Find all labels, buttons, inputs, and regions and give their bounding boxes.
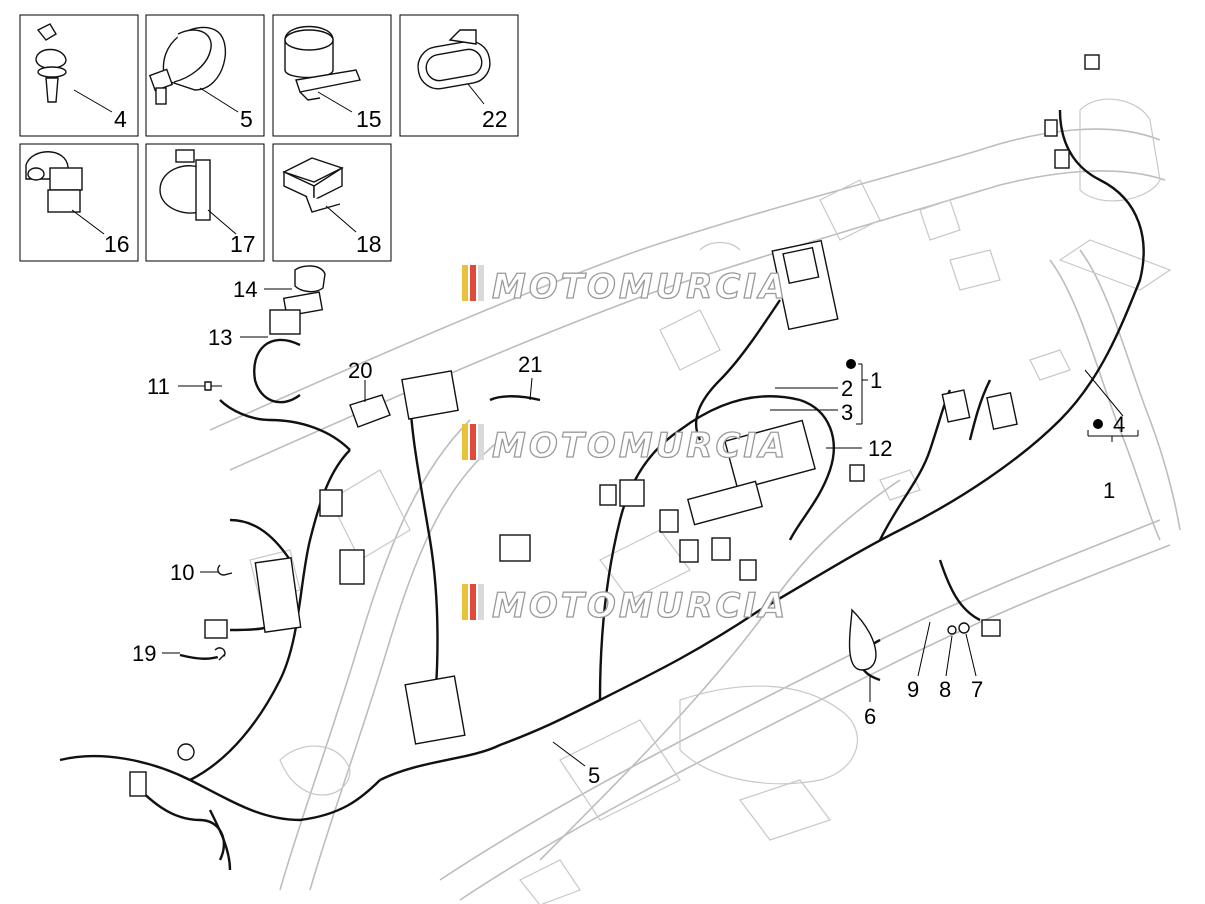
watermark-middle: MOTOMURCIA [462, 424, 788, 467]
edge-clip-icon [282, 157, 344, 213]
inset-number: 4 [114, 106, 127, 132]
callout-11: 11 [147, 374, 222, 399]
cable-holder-clip-icon [25, 151, 83, 213]
callout-13: 13 [208, 325, 268, 350]
callout-1-right: 1 [1103, 478, 1115, 503]
callout-21: 21 [518, 352, 542, 401]
callout-20: 20 [348, 358, 372, 402]
svg-text:19: 19 [132, 641, 156, 666]
inset-box-22[interactable]: 22 [399, 14, 519, 137]
svg-text:7: 7 [971, 677, 983, 702]
svg-text:MOTOMURCIA: MOTOMURCIA [492, 586, 788, 626]
callout-12: 12 [868, 436, 892, 461]
svg-text:11: 11 [147, 374, 170, 399]
callout-6: 6 [864, 676, 876, 729]
callout-2: 2 [841, 376, 853, 401]
watermark-bottom: MOTOMURCIA [462, 584, 788, 627]
inset-box-16[interactable]: 16 [19, 143, 139, 262]
callout-19: 19 [132, 641, 180, 666]
svg-text:5: 5 [588, 763, 600, 788]
svg-text:MOTOMURCIA: MOTOMURCIA [492, 267, 788, 307]
inset-number: 18 [356, 231, 382, 257]
callout-group-4-1: 4 1 [1084, 369, 1139, 503]
snap-clip-icon [159, 149, 211, 221]
inset-box-4[interactable]: 4 [19, 14, 139, 137]
double-clamp-icon [284, 25, 361, 101]
svg-text:21: 21 [518, 352, 542, 377]
inset-number: 22 [482, 106, 508, 132]
inset-box-17[interactable]: 17 [145, 143, 265, 262]
callout-5: 5 [552, 741, 600, 788]
callout-7: 7 [965, 633, 983, 702]
inset-box-15[interactable]: 15 [272, 14, 392, 137]
svg-text:13: 13 [208, 325, 232, 350]
connector-parts [129, 54, 1100, 797]
svg-text:14: 14 [233, 277, 257, 302]
svg-text:MOTOMURCIA: MOTOMURCIA [492, 426, 788, 466]
oval-grommet-icon [417, 29, 491, 90]
callout-8: 8 [939, 635, 953, 702]
svg-text:10: 10 [170, 560, 194, 585]
watermark-top: MOTOMURCIA [462, 265, 788, 308]
callout-4: 4 [1113, 412, 1125, 437]
svg-text:8: 8 [939, 677, 951, 702]
inset-number: 15 [356, 106, 382, 132]
svg-text:9: 9 [907, 677, 919, 702]
callout-14: 14 [233, 277, 292, 302]
callout-3: 3 [841, 400, 853, 425]
inset-number: 5 [240, 106, 253, 132]
inset-box-5[interactable]: 5 [145, 14, 265, 137]
inset-number: 16 [104, 231, 130, 257]
callout-1-top: 1 [870, 368, 882, 393]
scooter-frame [209, 98, 1181, 904]
svg-text:6: 6 [864, 704, 876, 729]
svg-text:20: 20 [348, 358, 372, 383]
callout-9: 9 [907, 621, 931, 702]
callout-group-1-2-3: 1 2 3 12 [770, 359, 892, 461]
callout-10: 10 [170, 560, 218, 585]
cable-tie-icon [148, 26, 227, 105]
inset-box-18[interactable]: 18 [272, 143, 392, 262]
push-rivet-clip-icon [35, 23, 67, 103]
inset-number: 17 [230, 231, 256, 257]
